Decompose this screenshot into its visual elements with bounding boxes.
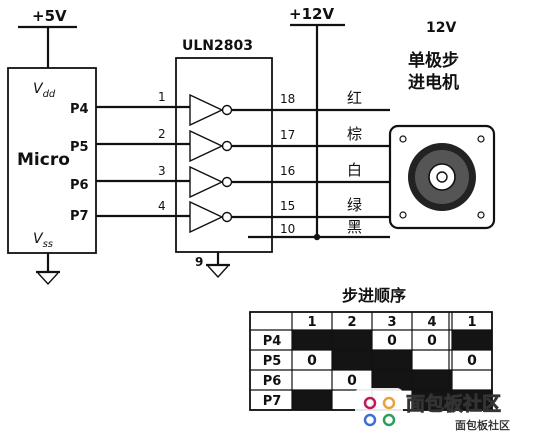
micro-ground-icon [36, 270, 60, 286]
watermark-text: 面包板社区 [406, 392, 501, 415]
driver-input-4: 4 [158, 199, 166, 213]
wire-color-red: 红 [347, 89, 362, 107]
sequence-row-label: P7 [263, 394, 282, 409]
sequence-step-label: 1 [467, 315, 476, 330]
micro-pin-p7: P7 [70, 209, 89, 224]
wire-color-green: 绿 [347, 196, 362, 214]
supply-5v-label: +5V [32, 7, 67, 25]
sequence-step-label: 1 [307, 315, 316, 330]
sequence-cell [412, 370, 452, 390]
micro-pin-p6: P6 [70, 178, 89, 193]
sequence-row-label: P5 [263, 354, 282, 369]
watermark-subtext: 面包板社区 [455, 418, 510, 432]
motor-title-line2: 进电机 [408, 72, 459, 93]
sequence-cell [292, 390, 332, 410]
driver-input-2: 2 [158, 127, 166, 141]
sequence-cell [332, 370, 372, 390]
driver-output-15: 15 [280, 199, 295, 213]
sequence-cell [412, 330, 452, 350]
supply-12v-label: +12V [289, 5, 334, 23]
driver-output-16: 16 [280, 164, 295, 178]
driver-output-18: 18 [280, 92, 295, 106]
sequence-cell [452, 390, 492, 410]
sequence-cell [332, 330, 372, 350]
sequence-cell [372, 350, 412, 370]
wire-color-brown: 棕 [347, 125, 362, 143]
micro-pin-p4: P4 [70, 102, 89, 117]
wire-color-white: 白 [347, 161, 362, 179]
sequence-step-label: 3 [387, 315, 396, 330]
sequence-cell-value: 0 [387, 333, 397, 349]
sequence-title: 步进顺序 [342, 286, 406, 305]
driver-input-1: 1 [158, 90, 166, 104]
sequence-cell-value: 0 [467, 353, 477, 369]
inverter-gate-4 [189, 200, 233, 234]
sequence-cell [292, 350, 332, 370]
vss-label: Vss [33, 231, 53, 250]
sequence-row-label: P4 [263, 334, 282, 349]
watermark: 面包板社区 面包板社区 [355, 388, 510, 432]
sequence-step-label: 2 [347, 315, 356, 330]
sequence-cell [332, 350, 372, 370]
sequence-cell-value: 0 [347, 373, 357, 389]
micro-name: Micro [17, 150, 70, 170]
sequence-cell [372, 330, 412, 350]
driver-ground-pin: 9 [195, 255, 203, 269]
driver-output-17: 17 [280, 128, 295, 142]
driver-input-3: 3 [158, 164, 166, 178]
driver-block [175, 57, 273, 253]
sequence-cell [452, 370, 492, 390]
micro-block [7, 67, 97, 254]
sequence-cell [412, 350, 452, 370]
wire-color-black: 黑 [347, 218, 362, 236]
sequence-row-label: P6 [263, 374, 282, 389]
stepper-motor-icon [388, 124, 496, 230]
sequence-cell [292, 370, 332, 390]
driver-name: ULN2803 [182, 38, 253, 54]
watermark-logo-icon [363, 396, 396, 427]
micro-pin-p5: P5 [70, 140, 89, 155]
inverter-gate-2 [189, 129, 233, 163]
sequence-cell [412, 390, 452, 410]
driver-ground-icon [206, 263, 230, 279]
sequence-cell-value: 0 [427, 333, 437, 349]
junction-dot [313, 233, 321, 241]
inverter-gate-3 [189, 165, 233, 199]
driver-common-pin: 10 [280, 222, 295, 236]
sequence-step-label: 4 [427, 315, 436, 330]
motor-voltage: 12V [426, 20, 456, 36]
sequence-cell [372, 370, 412, 390]
inverter-gate-1 [189, 93, 233, 127]
sequence-cell-value: 0 [307, 353, 317, 369]
motor-title-line1: 单极步 [408, 50, 459, 71]
sequence-cell [292, 330, 332, 350]
sequence-cell [452, 350, 492, 370]
vdd-label: Vdd [33, 81, 56, 100]
sequence-cell [452, 330, 492, 350]
